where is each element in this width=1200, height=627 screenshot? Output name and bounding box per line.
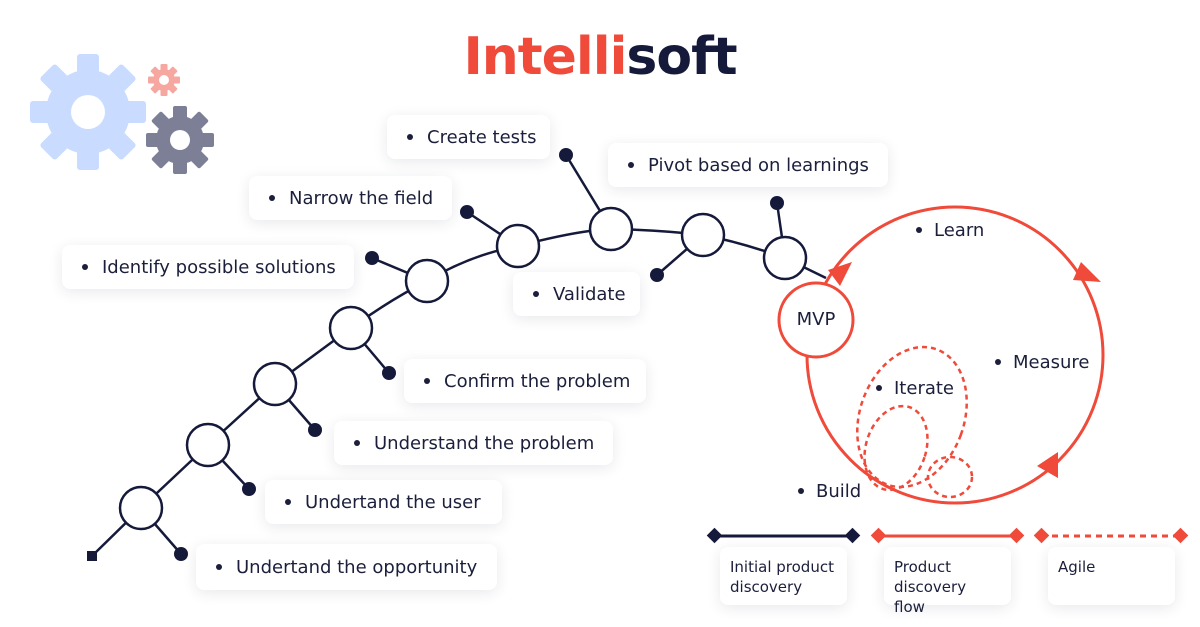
loop-label-build: Build [798, 479, 861, 503]
mvp-node [777, 281, 855, 359]
bullet-icon [354, 440, 360, 446]
step-card-solutions: Identify possible solutions [62, 245, 354, 289]
step-card-user: Undertand the user [265, 480, 502, 524]
learn-text: Learn [934, 219, 985, 241]
legend-initial-discovery: Initial product discovery [720, 547, 847, 605]
logo-part-2: soft [626, 27, 737, 87]
bullet-icon [285, 499, 291, 505]
legend-text-line1: Agile [1058, 558, 1096, 576]
bullet-icon [424, 378, 430, 384]
loop-arrow-top [1073, 262, 1101, 282]
loop-arrow-bottom [1037, 452, 1058, 478]
build-text: Build [816, 480, 862, 502]
logo-part-1: Intelli [463, 27, 627, 87]
step-label: Undertand the user [305, 491, 481, 513]
gear-large-icon [30, 54, 146, 170]
legend-line-initial [706, 527, 861, 544]
loop-label-iterate: Iterate [876, 376, 954, 400]
legend-text-line1: Initial product [730, 558, 834, 576]
legend-text-line1: Product [894, 558, 951, 576]
gear-tiny-icon [148, 64, 180, 96]
legend-discovery-flow: Product discovery flow [884, 547, 1011, 616]
path-nodes [118, 206, 808, 531]
step-label: Create tests [427, 126, 537, 148]
step-label: Undertand the opportunity [236, 556, 478, 578]
bullet-icon [533, 291, 539, 297]
path-start-marker [87, 551, 97, 561]
bullet-icon [916, 227, 922, 233]
step-card-narrow: Narrow the field [249, 176, 452, 220]
legend-text-line2: discovery flow [894, 578, 967, 616]
legend-text-line2: discovery [730, 578, 803, 596]
step-label: Understand the problem [374, 432, 595, 454]
step-card-opportunity: Undertand the opportunity [196, 544, 497, 590]
loop-arrow-left [828, 262, 852, 286]
branch-endpoints [174, 148, 784, 561]
bullet-icon [407, 134, 413, 140]
bullet-icon [82, 264, 88, 270]
iterate-text: Iterate [894, 377, 955, 399]
brand-logo: Intellisoft [0, 22, 1200, 92]
legend-line-agile [1033, 527, 1189, 544]
loop-label-measure: Measure [995, 350, 1090, 374]
bullet-icon [995, 359, 1001, 365]
measure-text: Measure [1013, 351, 1090, 373]
step-card-confirm-problem: Confirm the problem [404, 359, 646, 403]
bullet-icon [628, 162, 634, 168]
bullet-icon [269, 195, 275, 201]
step-label: Validate [553, 283, 626, 305]
mvp-label: MVP [796, 309, 836, 330]
legend-agile: Agile [1048, 547, 1175, 605]
legend-line-flow [870, 527, 1025, 544]
bullet-icon [876, 385, 882, 391]
step-card-tests: Create tests [387, 115, 550, 159]
bullet-icon [798, 488, 804, 494]
step-card-pivot: Pivot based on learnings [608, 143, 888, 187]
step-label: Identify possible solutions [102, 256, 336, 278]
iterate-loops [856, 345, 974, 499]
step-card-understand-problem: Understand the problem [334, 421, 613, 465]
loop-label-learn: Learn [916, 218, 984, 242]
gear-small-icon [146, 106, 214, 174]
step-card-validate: Validate [513, 272, 640, 316]
step-label: Confirm the problem [444, 370, 631, 392]
step-label: Pivot based on learnings [648, 154, 869, 176]
step-label: Narrow the field [289, 187, 434, 209]
bullet-icon [216, 564, 222, 570]
